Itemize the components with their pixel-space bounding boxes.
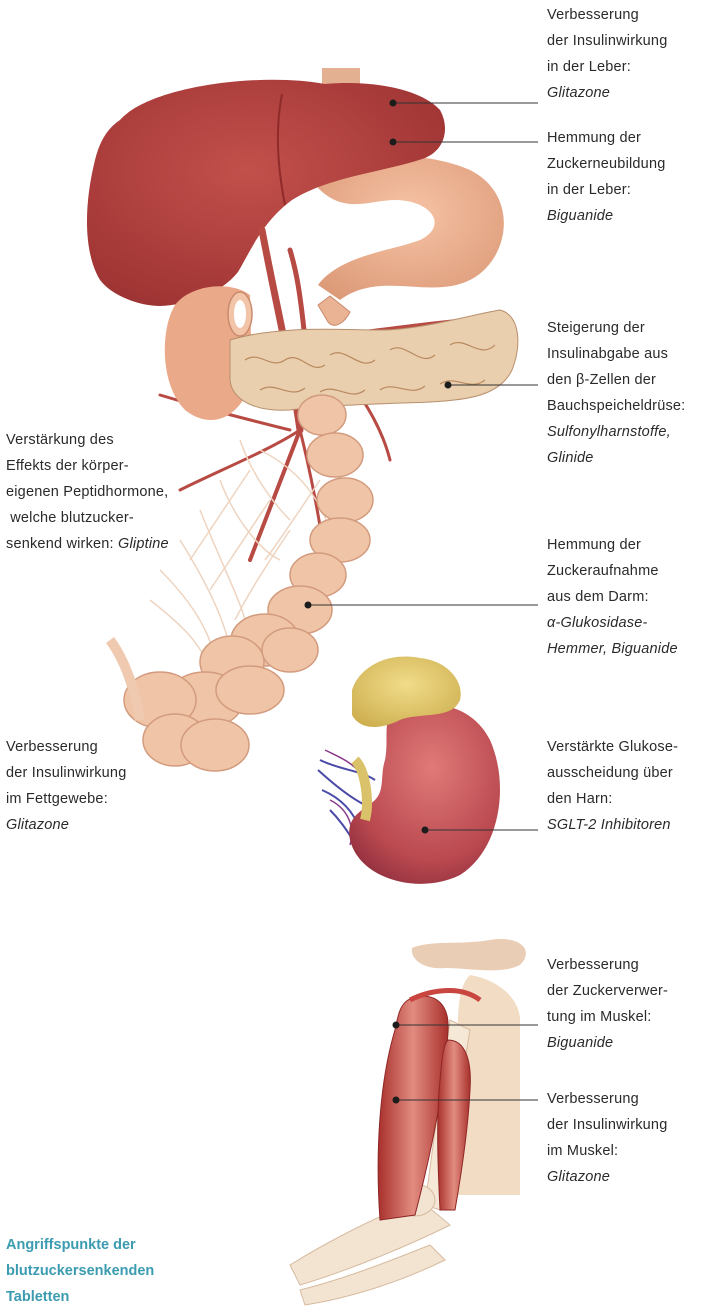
label-line: aus dem Darm: (547, 584, 678, 610)
figure-caption: Angriffspunkte der blutzuckersenkenden T… (6, 1232, 154, 1310)
label-line: Bauchspeicheldrüse: (547, 393, 685, 419)
label-line: der Insulinwirkung (547, 1112, 667, 1138)
label-fat-tissue: Verbesserung der Insulinwirkung im Fettg… (6, 734, 126, 838)
label-line: Verbesserung (547, 952, 668, 978)
drug-name: Glitazone (6, 812, 126, 838)
kidney (318, 657, 500, 884)
label-line: Verbesserung (547, 2, 667, 28)
label-muscle-utilization: Verbesserung der Zuckerverwer- tung im M… (547, 952, 668, 1056)
label-line: Verbesserung (547, 1086, 667, 1112)
drug-name: α-Glukosidase- (547, 610, 678, 636)
label-line: der Insulinwirkung (6, 760, 126, 786)
drug-name: Glinide (547, 445, 685, 471)
label-line: ausscheidung über (547, 760, 678, 786)
label-line-last: senkend wirken: Gliptine (6, 531, 169, 557)
label-line: Steigerung der (547, 315, 685, 341)
drug-name: Biguanide (547, 203, 665, 229)
drug-name: Biguanide (547, 1030, 668, 1056)
label-intestine: Hemmung der Zuckeraufnahme aus dem Darm:… (547, 532, 678, 662)
label-line: Zuckeraufnahme (547, 558, 678, 584)
caption-line: blutzuckersenkenden (6, 1258, 154, 1284)
stomach (318, 156, 504, 325)
label-line: Insulinabgabe aus (547, 341, 685, 367)
label-line: Zuckerneubildung (547, 151, 665, 177)
label-prefix: senkend wirken: (6, 536, 118, 552)
label-peptide-hormones: Verstärkung des Effekts der körper- eige… (6, 427, 169, 557)
label-line: Effekts der körper- (6, 453, 169, 479)
drug-name: Glitazone (547, 1164, 667, 1190)
label-liver-gluconeogenesis: Hemmung der Zuckerneubildung in der Lebe… (547, 125, 665, 229)
caption-line: Angriffspunkte der (6, 1232, 154, 1258)
label-line: tung im Muskel: (547, 1004, 668, 1030)
drug-name: Sulfonylharnstoffe, (547, 419, 685, 445)
pancreas (230, 310, 518, 410)
label-line: den Harn: (547, 786, 678, 812)
label-line: eigenen Peptidhormone, (6, 479, 169, 505)
label-line: in der Leber: (547, 54, 667, 80)
label-line: Hemmung der (547, 532, 678, 558)
label-line: Verstärkung des (6, 427, 169, 453)
label-pancreas: Steigerung der Insulinabgabe aus den β-Z… (547, 315, 685, 471)
drug-name: Glitazone (547, 80, 667, 106)
label-line: den β-Zellen der (547, 367, 685, 393)
label-line: welche blutzucker- (6, 505, 169, 531)
label-line: Verstärkte Glukose- (547, 734, 678, 760)
label-line: Hemmung der (547, 125, 665, 151)
caption-line: Tabletten (6, 1284, 154, 1310)
label-line: in der Leber: (547, 177, 665, 203)
label-liver-insulin: Verbesserung der Insulinwirkung in der L… (547, 2, 667, 106)
label-line: im Muskel: (547, 1138, 667, 1164)
drug-name: Hemmer, Biguanide (547, 636, 678, 662)
label-kidney: Verstärkte Glukose- ausscheidung über de… (547, 734, 678, 838)
label-line: der Zuckerverwer- (547, 978, 668, 1004)
drug-name: Gliptine (118, 536, 169, 552)
label-line: der Insulinwirkung (547, 28, 667, 54)
label-line: Verbesserung (6, 734, 126, 760)
label-line: im Fettgewebe: (6, 786, 126, 812)
drug-name: SGLT-2 Inhibitoren (547, 812, 678, 838)
label-muscle-insulin: Verbesserung der Insulinwirkung im Muske… (547, 1086, 667, 1190)
